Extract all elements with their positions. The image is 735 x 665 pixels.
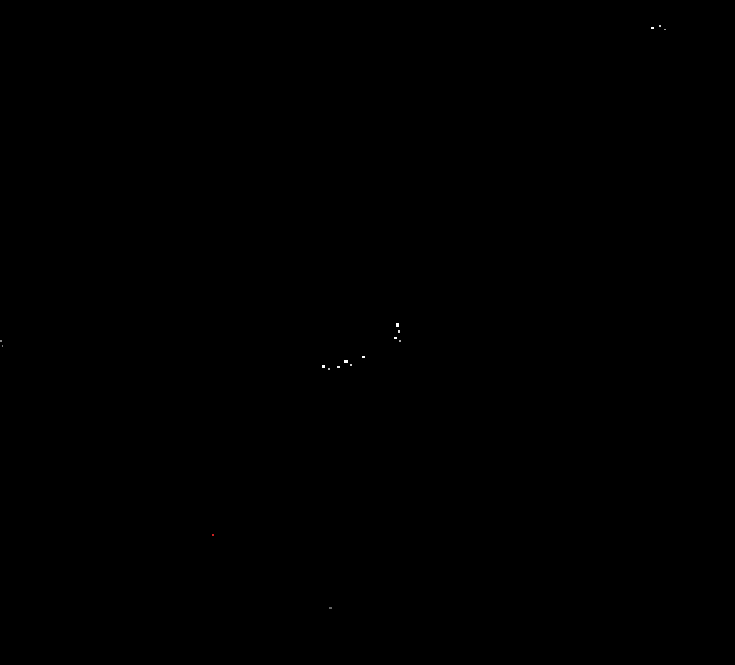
speck-top-right-3 — [664, 29, 666, 30]
speck-bottom — [329, 607, 332, 609]
speck-center-4 — [399, 340, 401, 342]
speck-mid-row-6 — [328, 368, 330, 370]
speck-mid-row-2 — [344, 360, 348, 363]
speck-mid-row-5 — [322, 365, 325, 368]
speck-center-1 — [396, 323, 399, 327]
speck-left-edge-2 — [2, 345, 3, 347]
speck-center-3 — [394, 337, 397, 339]
speck-top-right-1 — [651, 27, 654, 29]
speck-left-edge-1 — [0, 340, 2, 342]
speck-top-right-2 — [659, 25, 661, 27]
speck-mid-row-4 — [337, 366, 340, 368]
speck-mid-row-3 — [350, 364, 352, 366]
speck-mid-row-1 — [362, 356, 365, 358]
speck-center-2 — [398, 330, 400, 333]
speck-red — [212, 534, 214, 536]
